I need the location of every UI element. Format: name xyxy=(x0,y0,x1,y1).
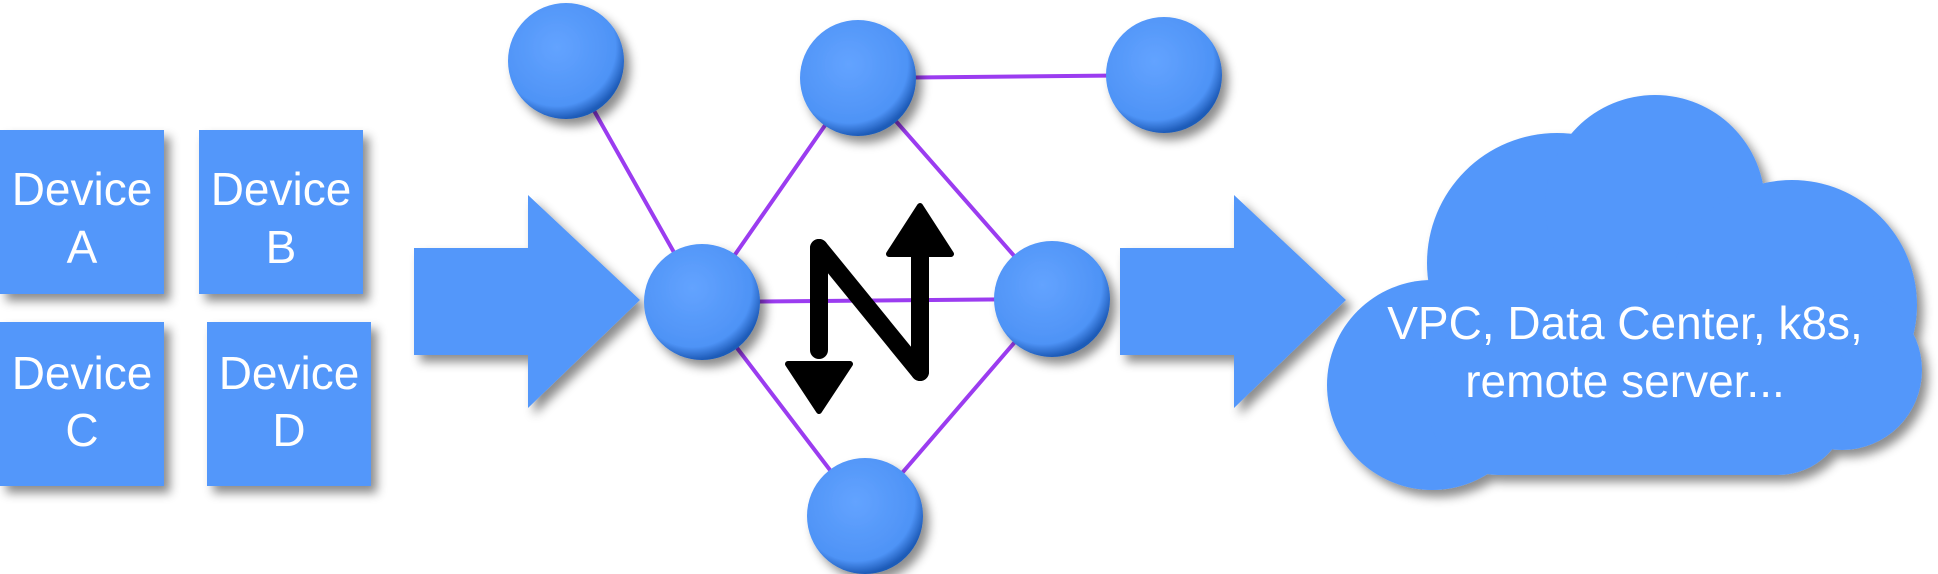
network-node-right xyxy=(994,241,1110,357)
device-a-label-line2: A xyxy=(67,221,98,273)
cloud-destination: VPC, Data Center, k8s, remote server... xyxy=(1327,95,1922,490)
cloud-label-line1: VPC, Data Center, k8s, xyxy=(1387,297,1863,349)
network-node-left xyxy=(644,244,760,360)
right-arrow-icon xyxy=(1120,195,1346,408)
device-d-label-line1: Device xyxy=(219,347,360,399)
device-a-label-line1: Device xyxy=(12,163,153,215)
device-c-label-line2: C xyxy=(65,404,98,456)
network-nodes xyxy=(508,3,1222,574)
network-node-bottom xyxy=(807,458,923,574)
device-box-b: Device B xyxy=(199,130,363,294)
network-node-top-left xyxy=(508,3,624,119)
device-c-label-line1: Device xyxy=(12,347,153,399)
device-box-c: Device C xyxy=(0,322,164,486)
device-box-a: Device A xyxy=(0,130,164,294)
device-b-label-line1: Device xyxy=(211,163,352,215)
cloud-label-line2: remote server... xyxy=(1465,355,1785,407)
link-left-right xyxy=(700,297,1054,304)
device-b-label-line2: B xyxy=(266,221,297,273)
netmaker-n-logo-icon xyxy=(785,203,954,414)
device-box-d: Device D xyxy=(207,322,371,486)
network-node-top-middle xyxy=(800,20,916,136)
network-node-top-right xyxy=(1106,17,1222,133)
left-arrow-icon xyxy=(414,195,640,408)
device-d-label-line2: D xyxy=(272,404,305,456)
